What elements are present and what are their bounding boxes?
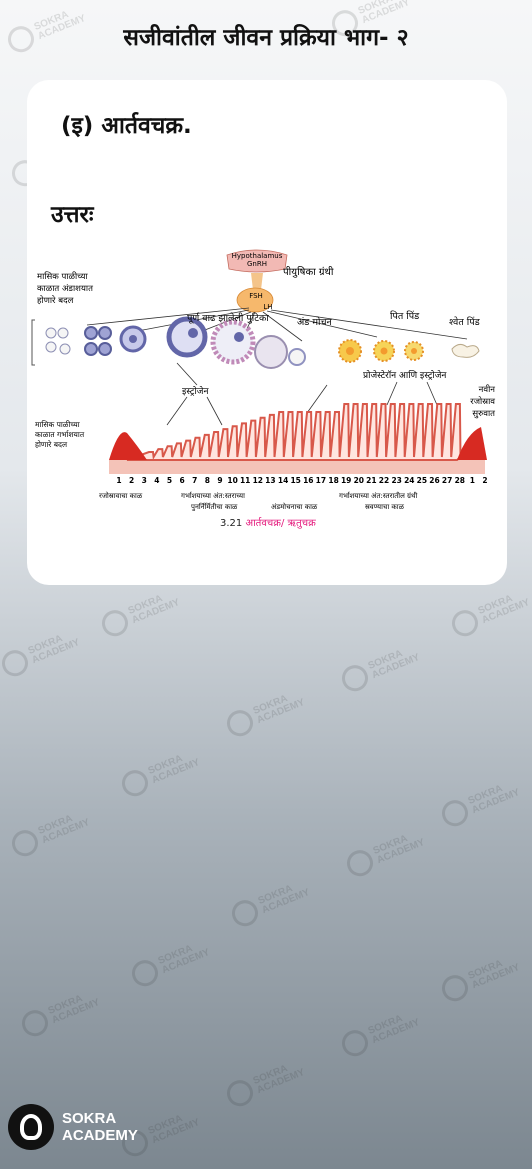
fsh-label: FSH (249, 292, 263, 300)
content-card: (इ) आर्तवचक्र. उत्तरः Hypothalamus GnRH … (27, 80, 507, 585)
corpus-luteum-stages (338, 339, 480, 363)
day-label: 16 (303, 476, 313, 485)
corpus-albicans-label: श्वेत पिंड (449, 316, 481, 328)
day-label: 6 (179, 476, 184, 485)
day-label: 11 (240, 476, 250, 485)
figure-caption: 3.21 आर्तवचक्र/ ऋतुचक्र (220, 517, 316, 529)
day-label: 22 (379, 476, 389, 485)
new-menses-label: नवीन रजोस्राव सुरुवात (470, 384, 495, 419)
svg-text:पुनर्निर्मितीचा काळ: पुनर्निर्मितीचा काळ (191, 502, 238, 511)
day-label: 26 (429, 476, 439, 485)
gnrh-label: GnRH (247, 260, 267, 268)
endometrium (109, 403, 487, 474)
day-label: 15 (290, 476, 300, 485)
day-label: 27 (442, 476, 452, 485)
phase-ovulation-label: अंडमोचनाचा काळ (271, 502, 318, 511)
lh-label: LH (263, 303, 272, 311)
day-label: 9 (217, 476, 222, 485)
svg-text:मासिक पाळीच्या: मासिक पाळीच्या (35, 420, 81, 429)
estrogen-label: इस्ट्रोजेन (182, 385, 209, 397)
svg-text:काळात अंडाशयात: काळात अंडाशयात (37, 283, 93, 294)
day-label: 5 (167, 476, 172, 485)
logo-icon (8, 1104, 54, 1150)
ovulation-label: अंड मोचन (297, 316, 333, 328)
section-subtitle: (इ) आर्तवचक्र. (61, 113, 192, 139)
ovary-changes-label: मासिक पाळीच्या काळात अंडाशयात होणारे बदल (37, 271, 93, 306)
page-title: सजीवांतील जीवन प्रक्रिया भाग- २ (123, 25, 409, 51)
menstrual-cycle-diagram: Hypothalamus GnRH FSH LH पीयुषिका ग्रंथी… (31, 249, 495, 529)
phase-secretory-label: गर्भाशयाच्या अंत:स्तरातील ग्रंथी (339, 491, 417, 500)
phase-regen-label: गर्भाशयाच्या अंत:स्तराच्या (181, 491, 245, 500)
day-label: 19 (341, 476, 351, 485)
day-label: 13 (265, 476, 275, 485)
mature-follicle-label: पूर्ण वाढ झालेली पुटिका (187, 312, 269, 324)
day-label: 17 (316, 476, 326, 485)
answer-label: उत्तरः (51, 202, 94, 228)
day-label: 14 (278, 476, 288, 485)
uterus-changes-label: मासिक पाळीच्या काळात गर्भाशयात होणारे बद… (35, 420, 85, 449)
svg-text:होणारे बदल: होणारे बदल (35, 440, 68, 449)
follicle-stages (31, 316, 306, 369)
day-label: 3 (142, 476, 147, 485)
day-label: 2 (129, 476, 134, 485)
day-label: 18 (328, 476, 338, 485)
svg-text:स्रवण्याचा काळ: स्रवण्याचा काळ (365, 503, 405, 511)
svg-text:होणारे बदल: होणारे बदल (37, 295, 74, 306)
svg-text:काळात गर्भाशयात: काळात गर्भाशयात (35, 430, 85, 439)
day-label: 1 (116, 476, 121, 485)
day-label: 28 (455, 476, 465, 485)
hypothalamus-label: Hypothalamus (232, 252, 283, 260)
day-label: 1 (470, 476, 475, 485)
svg-text:रजोस्राव: रजोस्राव (470, 396, 495, 407)
day-label: 10 (227, 476, 237, 485)
corpus-luteum-label: पित पिंड (390, 310, 420, 322)
progesterone-estrogen-label: प्रोजेस्टेरॉन आणि इस्ट्रोजेन (363, 369, 447, 381)
hypothalamus-pituitary: Hypothalamus GnRH FSH LH पीयुषिका ग्रंथी (226, 249, 334, 313)
day-label: 8 (205, 476, 210, 485)
phase-menstrual-label: रजोस्रावाचा काळ (99, 491, 143, 500)
day-label: 24 (404, 476, 414, 485)
pituitary-label: पीयुषिका ग्रंथी (283, 266, 334, 278)
day-label: 25 (417, 476, 427, 485)
svg-text:मासिक पाळीच्या: मासिक पाळीच्या (37, 271, 88, 282)
day-label: 21 (366, 476, 376, 485)
svg-text:सुरुवात: सुरुवात (472, 409, 495, 419)
svg-text:नवीन: नवीन (479, 384, 496, 395)
day-label: 7 (192, 476, 197, 485)
day-label: 2 (482, 476, 487, 485)
day-label: 12 (253, 476, 263, 485)
day-label: 23 (391, 476, 401, 485)
day-label: 4 (154, 476, 159, 485)
day-label: 20 (354, 476, 364, 485)
